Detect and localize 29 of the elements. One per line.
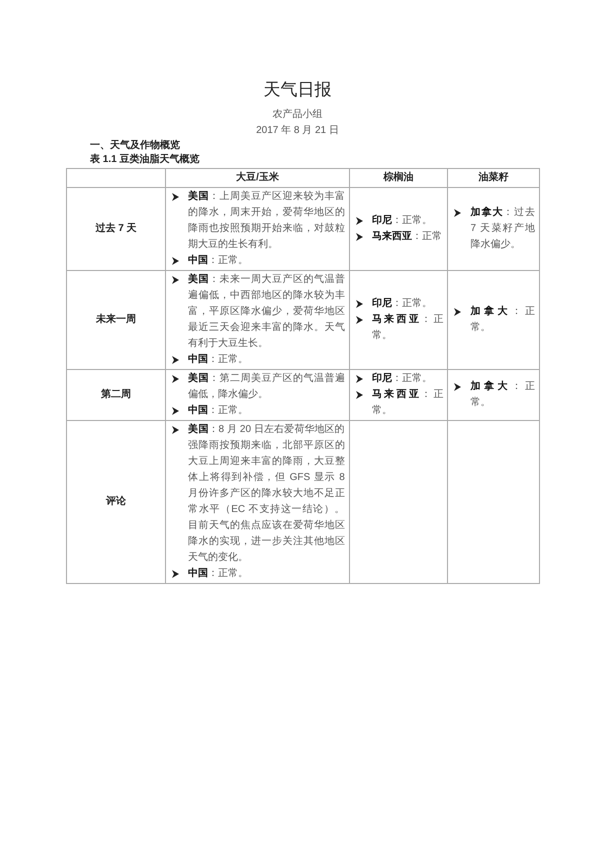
row-header: 未来一周 bbox=[66, 270, 166, 370]
bullet-text: 马来西亚：正常。 bbox=[372, 388, 444, 418]
bullet-text: 中国：正常。 bbox=[188, 566, 248, 581]
section-heading: 一、天气及作物概览 bbox=[90, 138, 180, 152]
report-date: 2017 年 8 月 21 日 bbox=[255, 124, 340, 137]
bullet-text: 印尼：正常。 bbox=[372, 372, 432, 386]
bullet-text: 美国：上周美豆产区迎来较为丰富的降水，周末开始，爱荷华地区的降雨也按照预期开始来临，对鼓粒期大豆的生长有利。 bbox=[188, 189, 345, 252]
column-header: 棕榈油 bbox=[349, 168, 448, 188]
bullet-text: 加拿大：正常。 bbox=[470, 304, 535, 335]
bullet-text: 美国：第二周美豆产区的气温普遍偏低，降水偏少。 bbox=[188, 371, 345, 402]
bullet-text: 加拿大：过去 7 天菜籽产地降水偏少。 bbox=[470, 206, 535, 252]
bullet-text: 美国：未来一周大豆产区的气温普遍偏低，中西部地区的降水较为丰富，平原区降水偏少，爱荷华地区最近三天会迎来丰富的降水。天气有利于大豆生长。 bbox=[188, 272, 345, 351]
bullet-text: 中国：正常。 bbox=[188, 254, 248, 268]
bullet-text: 美国：8 月 20 日左右爱荷华地区的强降雨按预期来临，北部平原区的大豆上周迎来丰富的降雨，大豆整体上将得到补偿，但 GFS 显示 8 月份许多产区的降水较大地不足正常水平（EC 不支持这一结论）。目前天气的焦点应该在爱荷华地区降水的实现，进一步关注其他地区天气的变化。 bbox=[188, 422, 345, 565]
bullet-text: 印尼：正常。 bbox=[372, 214, 432, 228]
row-header: 第二周 bbox=[66, 370, 166, 420]
subtitle: 农产品小组 bbox=[272, 108, 324, 121]
bullet-text: 马来西亚：正常 bbox=[372, 230, 442, 244]
bullet-text: 中国：正常。 bbox=[188, 404, 248, 418]
bullet-text: 加拿大：正常。 bbox=[470, 380, 535, 410]
row-header: 评论 bbox=[66, 420, 166, 584]
row-header: 过去 7 天 bbox=[66, 188, 166, 270]
column-header: 油菜籽 bbox=[448, 168, 540, 188]
report-title: 天气日报 bbox=[262, 79, 332, 101]
bullet-text: 印尼：正常。 bbox=[372, 296, 432, 311]
bullet-text: 中国：正常。 bbox=[188, 352, 248, 367]
table-caption: 表 1.1 豆类油脂天气概览 bbox=[90, 152, 200, 166]
column-header: 大豆/玉米 bbox=[166, 168, 350, 188]
bullet-text: 马来西亚：正常。 bbox=[372, 312, 444, 343]
